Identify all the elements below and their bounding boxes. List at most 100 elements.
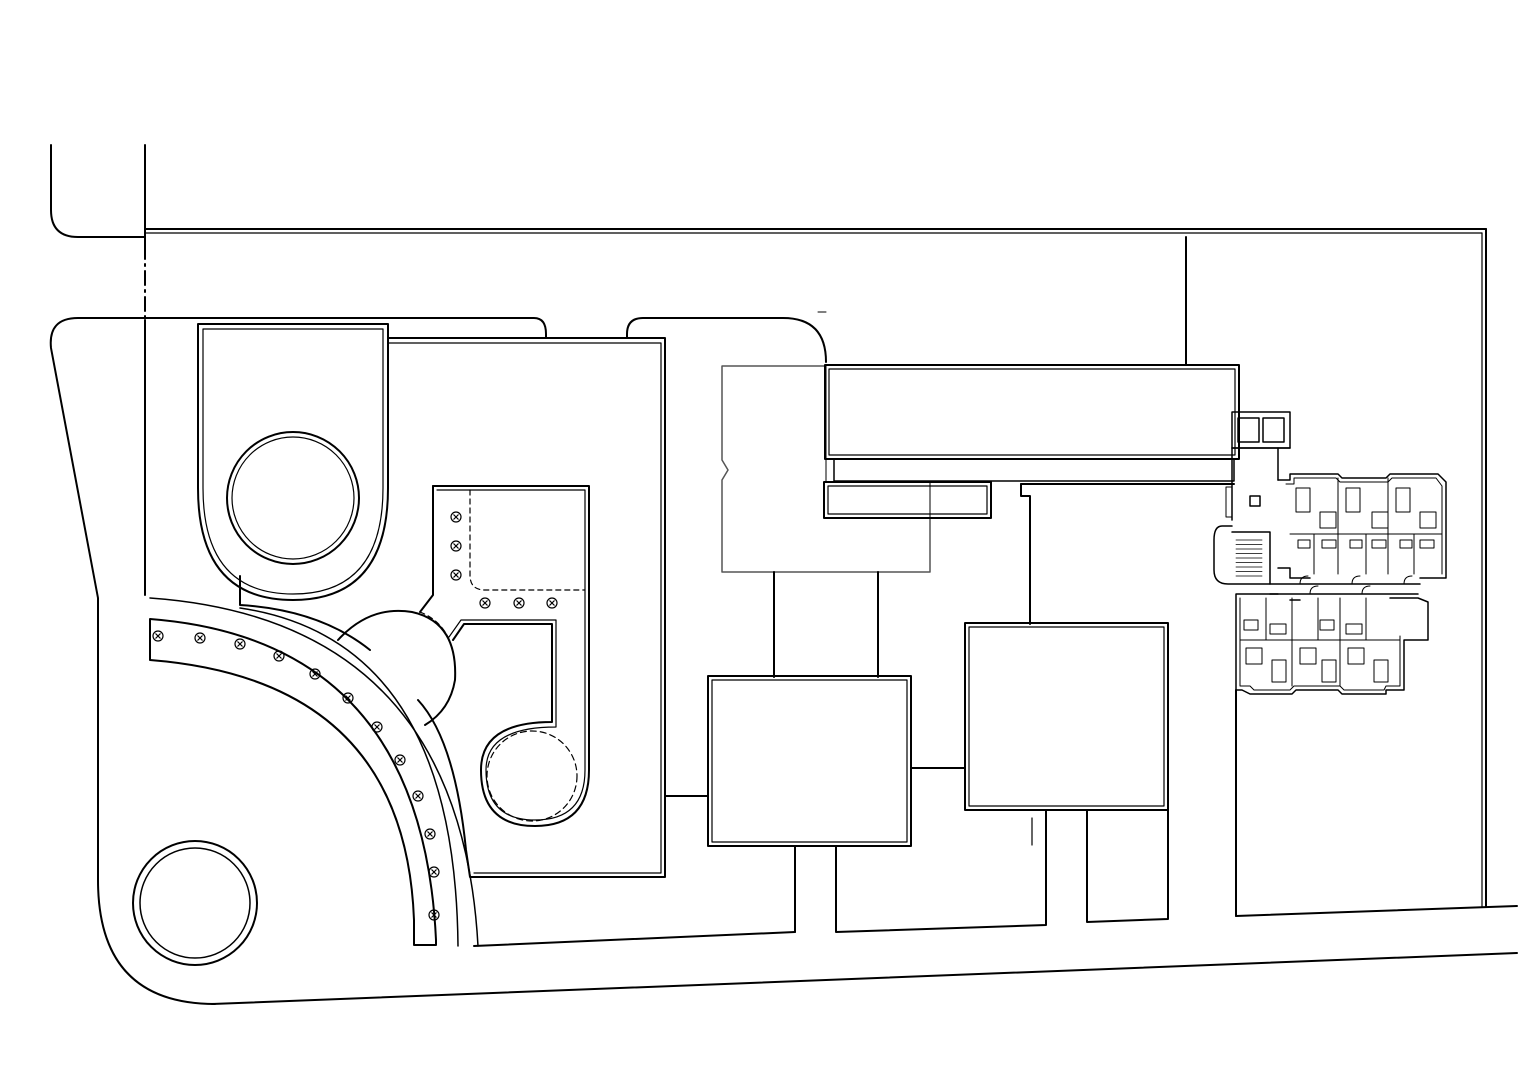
furniture-block [1297, 539, 1311, 549]
walkway-trees [152, 630, 440, 921]
walkway-tree-icon [234, 638, 246, 650]
lower-plot-3 [1086, 809, 1169, 923]
furniture-block [1245, 647, 1263, 665]
core-small-room [1249, 495, 1261, 507]
furniture-block [1371, 539, 1387, 549]
furniture-block [1319, 511, 1337, 529]
walkway-tree-icon [428, 866, 440, 878]
curved-tower-circle-inner [231, 436, 355, 560]
lower-square-2-inner [968, 626, 1165, 807]
courtyard-dashed-circle [486, 730, 578, 822]
courtyard-tree-icon [450, 569, 462, 581]
walkway-tree-icon [273, 650, 285, 662]
fountain [132, 840, 258, 966]
courtyard-left-wall [419, 485, 434, 613]
courtyard-dashed-path [469, 489, 586, 591]
furniture-block [1295, 487, 1311, 513]
furniture-block [1299, 647, 1317, 665]
walkway-tree-icon [194, 632, 206, 644]
walkway-tree-icon [428, 909, 440, 921]
furniture-block [1321, 659, 1337, 683]
furniture-block [1243, 619, 1259, 631]
site-boundary [49, 236, 1237, 1005]
lower-square-1-outer [707, 675, 912, 847]
walkway-tree-icon [394, 754, 406, 766]
upper-units-outline [1277, 473, 1447, 579]
curved-tower-inner [202, 328, 384, 595]
furniture-block [1269, 623, 1287, 635]
long-bar-outer [824, 364, 1240, 460]
courtyard-dashed-arc [419, 611, 453, 649]
core-duct [1225, 486, 1233, 518]
door-swing [1403, 575, 1413, 585]
courtyard-tree-icon [513, 597, 525, 609]
furniture-block [1347, 647, 1365, 665]
walkway-tree-icon [309, 668, 321, 680]
door-swing [1299, 575, 1309, 585]
middle-buildings [664, 364, 1240, 933]
furniture-block [1419, 539, 1435, 549]
small-block-outer [823, 481, 992, 519]
furniture-block [1319, 619, 1335, 631]
courtyard-outline-inner [436, 489, 586, 821]
fountain-inner [139, 847, 251, 959]
bottom-street-line [211, 952, 1518, 1005]
lower-units-outline-inner [1239, 597, 1401, 691]
furniture-block [1419, 511, 1437, 529]
courtyard-tree-icon [546, 597, 558, 609]
bridge-strip [833, 458, 1235, 482]
left-building-bottom-wall [473, 931, 796, 947]
walkway-tree-icon [371, 721, 383, 733]
site-outline-top-middle [388, 317, 827, 363]
furniture-block [1345, 623, 1363, 635]
top-left-street-corner [50, 144, 146, 238]
stair-treads [1235, 539, 1263, 577]
curved-tower-base [239, 575, 371, 651]
furniture-block [1373, 659, 1389, 683]
elevator-car-1 [1237, 417, 1260, 443]
curved-tower [197, 323, 389, 651]
courtyard-tree-icon [450, 511, 462, 523]
lower-square-1-inner [711, 679, 908, 843]
unit-details [1239, 477, 1443, 687]
courtyard-bulge [337, 609, 457, 726]
long-bar-inner [828, 368, 1236, 456]
door-swing [1309, 585, 1319, 595]
elevator-car-2 [1262, 417, 1285, 443]
lower-plot-2 [835, 809, 1047, 933]
left-building-outer-inner [387, 342, 662, 874]
walkway-tree-icon [152, 630, 164, 642]
walkway-tree-icon [424, 828, 436, 840]
furniture-block [1271, 659, 1287, 683]
furniture-block [1395, 487, 1411, 513]
lower-square-2-outer [964, 622, 1169, 811]
upper-units-outline-inner [1285, 477, 1443, 575]
furniture-block [1345, 487, 1361, 513]
site-outline-left [49, 317, 547, 1005]
walkway-wide-arc [149, 597, 479, 947]
walkway-wide-arc-2 [239, 607, 459, 947]
courtyard-block [337, 485, 590, 827]
furniture-block [1321, 539, 1337, 549]
furniture-block [1349, 539, 1363, 549]
residential-block [1213, 411, 1447, 695]
small-block-inner [827, 485, 988, 515]
curved-walkway [149, 597, 479, 947]
curved-tower-circle-outer [226, 431, 360, 565]
courtyard-tree-icon [479, 597, 491, 609]
walkway-outer [149, 618, 437, 946]
left-building-outer [387, 337, 666, 878]
furniture-block [1399, 539, 1413, 549]
courtyard-outline [432, 485, 590, 827]
fountain-outer [132, 840, 258, 966]
bottom-right-street-line [1235, 905, 1518, 917]
walkway-tree-icon [412, 790, 424, 802]
center-stub [1020, 483, 1031, 625]
door-swing [1351, 575, 1361, 585]
walkway-tree-icon [342, 692, 354, 704]
lower-units-outline [1235, 593, 1429, 695]
door-swing [1361, 585, 1371, 595]
courtyard-tree-icon [450, 540, 462, 552]
